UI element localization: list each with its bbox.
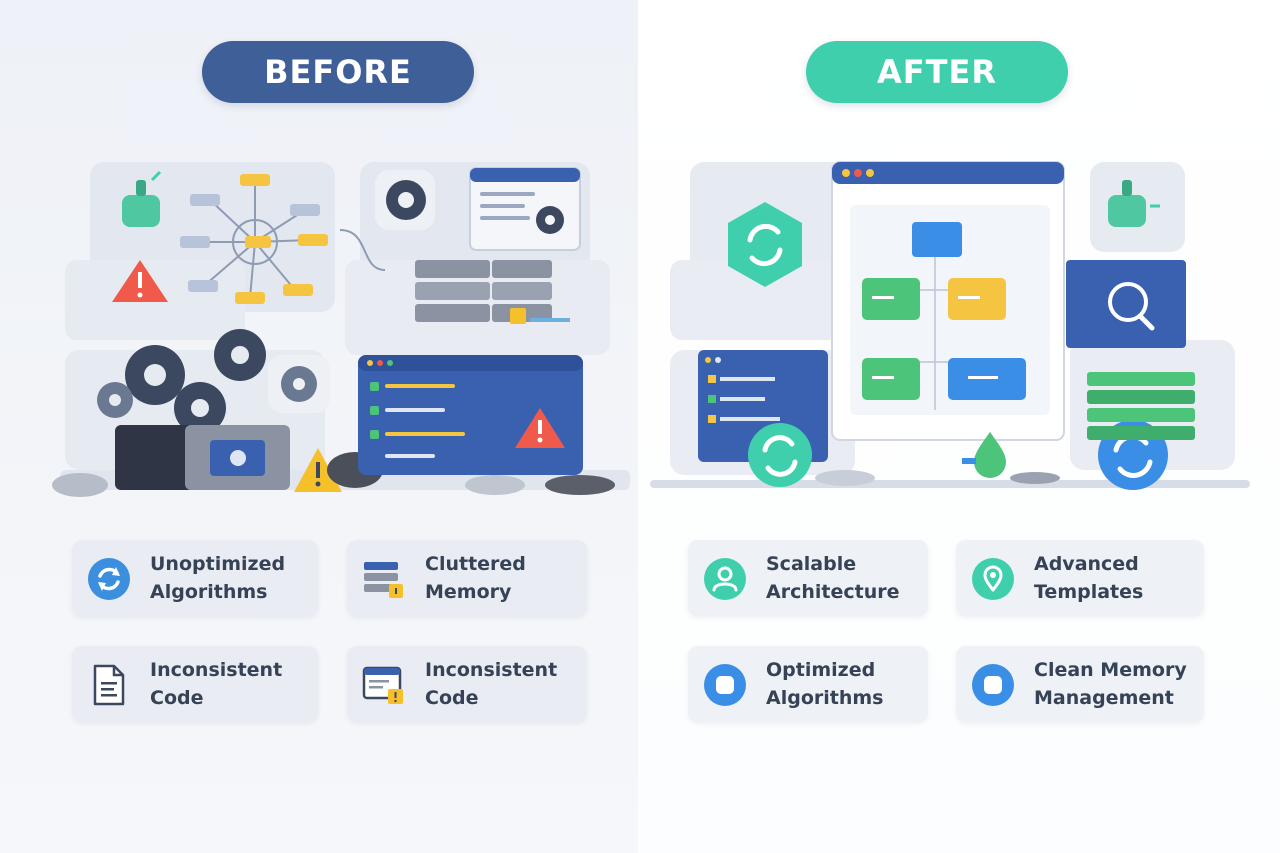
before-badge: BEFORE (202, 41, 474, 103)
after-panel: AFTER (638, 0, 1280, 853)
before-panel: BEFORE (0, 0, 638, 853)
card-title: Clean Memory (1034, 659, 1187, 681)
before-illustration (40, 150, 630, 510)
card-title: Architecture (766, 581, 900, 603)
card-title: Inconsistent (425, 659, 558, 681)
gear-icon (281, 366, 317, 402)
window-warning-icon (361, 662, 407, 708)
lamp-icon (122, 170, 162, 227)
rounded-square-icon (970, 662, 1016, 708)
card-title: Inconsistent (150, 659, 283, 681)
refresh-icon (86, 556, 132, 602)
main-app-window (831, 161, 1065, 441)
card-title: Cluttered (425, 553, 526, 575)
document-icon (86, 662, 132, 708)
code-window (358, 355, 583, 475)
gear-cluster (97, 329, 266, 434)
server-lock-icon (361, 556, 407, 602)
user-icon (702, 556, 748, 602)
location-pin-icon (970, 556, 1016, 602)
sync-hexagon-icon (728, 202, 802, 287)
warning-triangle-icon (294, 448, 342, 492)
server-stack (1087, 372, 1195, 440)
drop-icon (962, 432, 1006, 478)
card-title: Management (1034, 687, 1174, 709)
gear-icon (386, 180, 426, 220)
sync-icon (748, 423, 812, 487)
settings-window (469, 167, 581, 251)
card-title: Memory (425, 581, 512, 603)
search-panel (1066, 260, 1186, 348)
after-illustration (650, 150, 1250, 510)
rounded-square-icon (702, 662, 748, 708)
server-stack (415, 260, 570, 324)
card-title: Scalable (766, 553, 857, 575)
diagram-nodes (180, 174, 328, 304)
after-badge: AFTER (806, 41, 1068, 103)
card-title: Algorithms (766, 687, 884, 709)
warning-triangle-icon (112, 260, 168, 302)
card-title: Unoptimized (150, 553, 286, 575)
card-title: Advanced (1034, 553, 1139, 575)
card-title: Code (425, 687, 479, 709)
card-title: Algorithms (150, 581, 268, 603)
card-title: Templates (1034, 581, 1144, 603)
card-title: Optimized (766, 659, 876, 681)
lamp-icon (1108, 180, 1160, 227)
card-title: Code (150, 687, 204, 709)
